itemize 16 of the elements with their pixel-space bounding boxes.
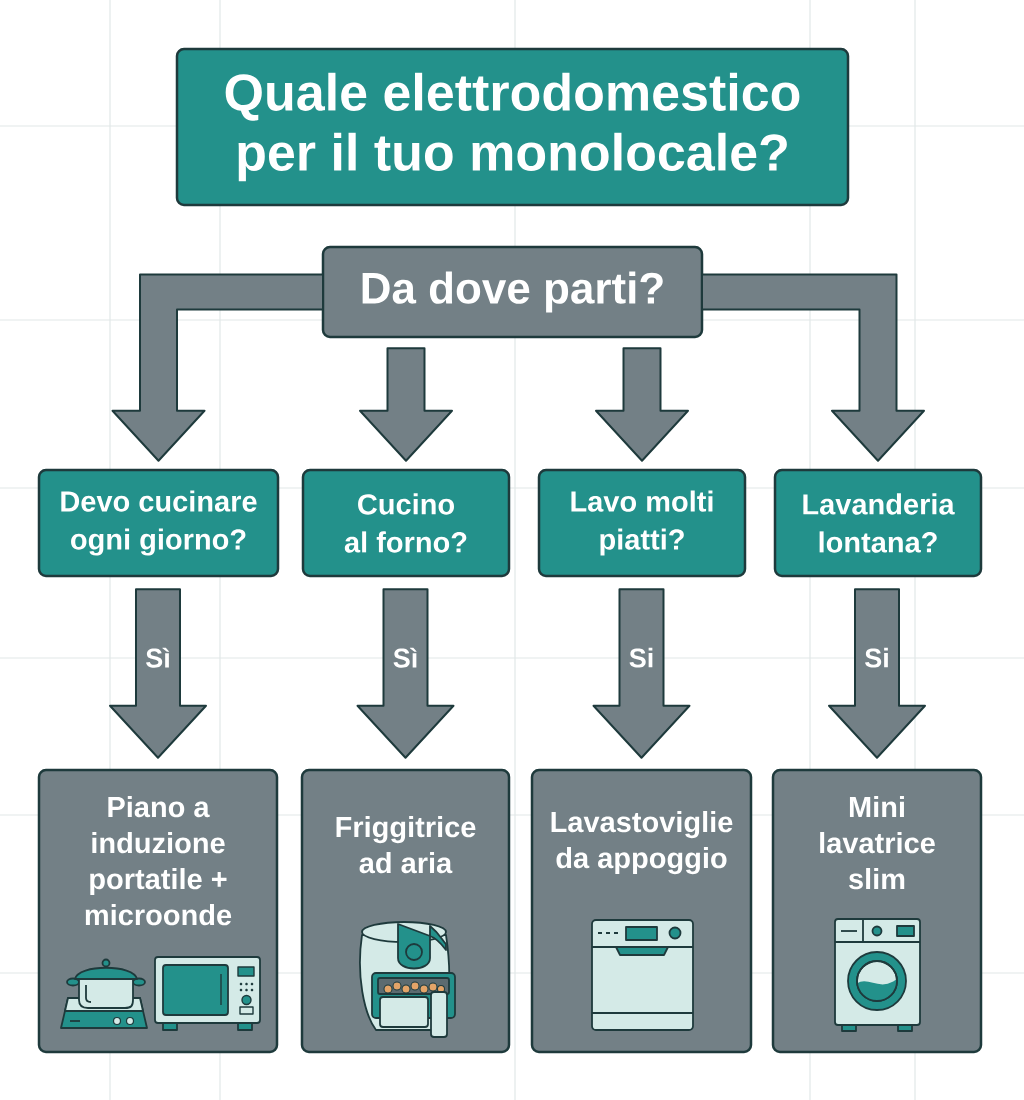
edge-label: Sì xyxy=(144,645,172,670)
arrow xyxy=(701,273,925,462)
start-box: Da dove parti? xyxy=(321,245,704,339)
title-box: Quale elettrodomestico per il tuo monolocale? xyxy=(175,47,850,207)
edge-label: Si xyxy=(863,645,891,670)
arrow xyxy=(828,588,926,759)
arrow xyxy=(109,588,207,759)
arrow xyxy=(356,588,455,759)
arrow xyxy=(111,273,324,462)
question-box: Lavo molti piatti? xyxy=(537,468,747,578)
arrow xyxy=(595,347,689,462)
arrow xyxy=(592,588,691,759)
question-box: Lavanderia lontana? xyxy=(773,468,983,578)
arrow xyxy=(359,347,453,462)
question-box: Devo cucinare ogni giorno? xyxy=(37,468,280,578)
question-box: Cucino al forno? xyxy=(301,468,511,578)
